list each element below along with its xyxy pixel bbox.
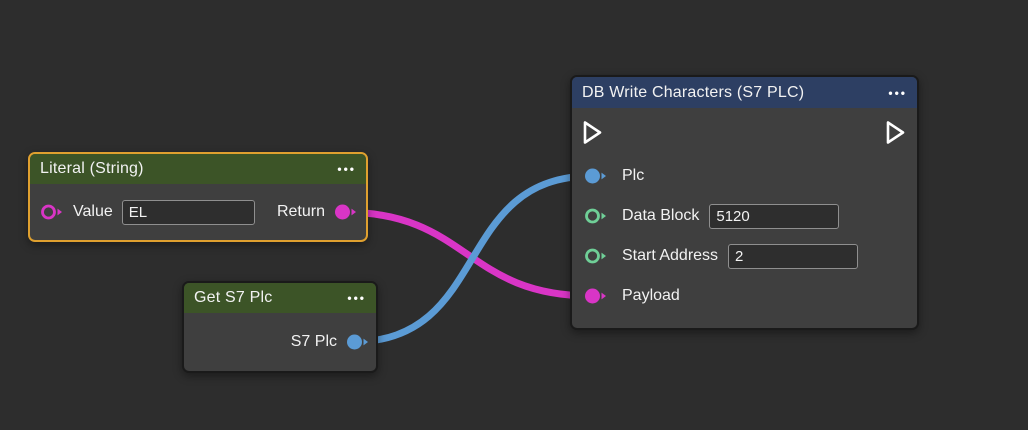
start-address-input-row: Start Address bbox=[572, 236, 917, 276]
node-getplc-title: Get S7 Plc bbox=[194, 289, 273, 306]
ellipsis-menu-icon[interactable]: ••• bbox=[888, 85, 907, 100]
node-db-write-characters[interactable]: DB Write Characters (S7 PLC) ••• Plc bbox=[570, 75, 919, 330]
node-dbwrite-header[interactable]: DB Write Characters (S7 PLC) ••• bbox=[572, 77, 917, 108]
value-field[interactable] bbox=[121, 199, 255, 225]
data-block-input-port-icon[interactable] bbox=[584, 207, 608, 225]
wire-return-to-payload[interactable] bbox=[338, 208, 596, 300]
ellipsis-menu-icon[interactable]: ••• bbox=[337, 162, 356, 176]
exec-out-icon[interactable] bbox=[885, 119, 907, 146]
plc-input-row: Plc bbox=[572, 156, 917, 196]
node-dbwrite-body: Plc Data Block Start Address bbox=[572, 108, 917, 328]
exec-in-icon[interactable] bbox=[582, 119, 604, 146]
start-address-input-port-icon[interactable] bbox=[584, 247, 608, 265]
node-literal-string[interactable]: Literal (String) ••• Value Return bbox=[28, 152, 368, 242]
exec-row bbox=[572, 108, 917, 156]
s7plc-output-label: S7 Plc bbox=[290, 333, 337, 350]
node-getplc-body: S7 Plc bbox=[184, 313, 376, 371]
start-address-field[interactable] bbox=[728, 243, 859, 269]
return-output-port-icon[interactable] bbox=[334, 203, 358, 221]
wire-s7plc-to-plc[interactable] bbox=[348, 172, 596, 346]
data-block-label: Data Block bbox=[622, 207, 700, 224]
payload-input-port-icon[interactable] bbox=[584, 287, 608, 305]
s7plc-output-port-icon[interactable] bbox=[346, 333, 370, 351]
start-address-label: Start Address bbox=[622, 247, 719, 264]
s7plc-output-row: S7 Plc bbox=[184, 313, 376, 371]
node-dbwrite-title: DB Write Characters (S7 PLC) bbox=[582, 83, 805, 101]
plc-label: Plc bbox=[622, 167, 645, 184]
plc-input-port-icon[interactable] bbox=[584, 167, 608, 185]
node-literal-title: Literal (String) bbox=[40, 160, 144, 177]
node-get-s7-plc[interactable]: Get S7 Plc ••• S7 Plc bbox=[182, 281, 378, 373]
data-block-input-row: Data Block bbox=[572, 196, 917, 236]
value-input-port-icon[interactable] bbox=[40, 203, 64, 221]
data-block-field[interactable] bbox=[709, 203, 840, 229]
ellipsis-menu-icon[interactable]: ••• bbox=[347, 291, 366, 305]
payload-input-row: Payload bbox=[572, 276, 917, 316]
node-getplc-header[interactable]: Get S7 Plc ••• bbox=[184, 283, 376, 313]
return-label: Return bbox=[276, 203, 325, 220]
literal-value-row: Value Return bbox=[30, 184, 366, 240]
node-literal-body: Value Return bbox=[30, 184, 366, 240]
value-label: Value bbox=[73, 203, 113, 220]
payload-label: Payload bbox=[622, 287, 680, 304]
node-literal-header[interactable]: Literal (String) ••• bbox=[30, 154, 366, 184]
